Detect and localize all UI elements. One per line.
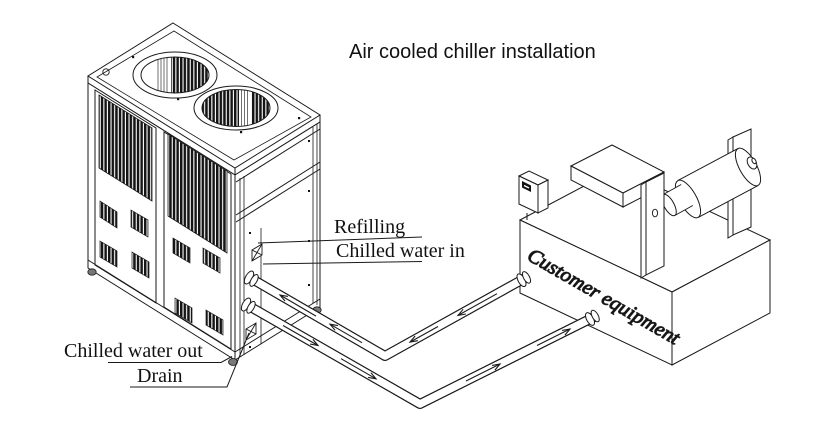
flow-arrow-in-1 [278,294,317,317]
chiller-top-face [87,22,321,176]
chiller-left-face [87,82,236,361]
leader-drain [130,332,250,388]
control-box [517,170,550,220]
flow-arrow-out-3 [465,363,502,382]
lifting-hole [102,68,110,76]
piping [240,270,600,409]
label-chilled-water-out: Chilled water out [64,340,203,362]
flow-arrow-out-2 [340,358,378,380]
callouts [108,236,423,388]
refilling-valve [251,243,263,262]
motor-cylinder [661,147,762,219]
shaft-knob [746,156,758,170]
customer-equipment: Customer equipment [517,128,772,366]
fan-opening-2 [193,85,279,131]
flow-arrow-in-3 [456,293,498,317]
air-cooled-chiller [87,22,322,366]
louver-panel-2 [167,133,228,254]
equipment-right-face [671,239,771,366]
fan-opening-1 [132,51,218,99]
flow-arrow-in-4 [408,326,439,343]
label-chilled-water-in: Chilled water in [336,240,465,262]
flow-arrows [278,293,572,382]
louver-panel-1 [98,94,153,202]
left-bracket-plate [640,172,665,279]
leader-chilled-water-in [262,261,423,265]
pipe-flanges [240,270,600,326]
flow-arrow-in-2 [328,323,363,344]
leader-chilled-water-out [108,356,233,363]
pipe-chilled-water-out [246,301,599,409]
label-drain: Drain [137,365,183,387]
leader-refilling [257,236,423,244]
drain-valve [245,322,257,341]
flow-arrow-out-1 [282,325,320,347]
label-refilling: Refilling [334,216,405,238]
plate-hole [651,208,659,218]
diagram-title: Air cooled chiller installation [349,41,596,63]
label-texts: Air cooled chiller installation Refillin… [64,41,596,387]
flow-arrow-out-4 [536,328,572,346]
louver-vents [99,200,224,336]
